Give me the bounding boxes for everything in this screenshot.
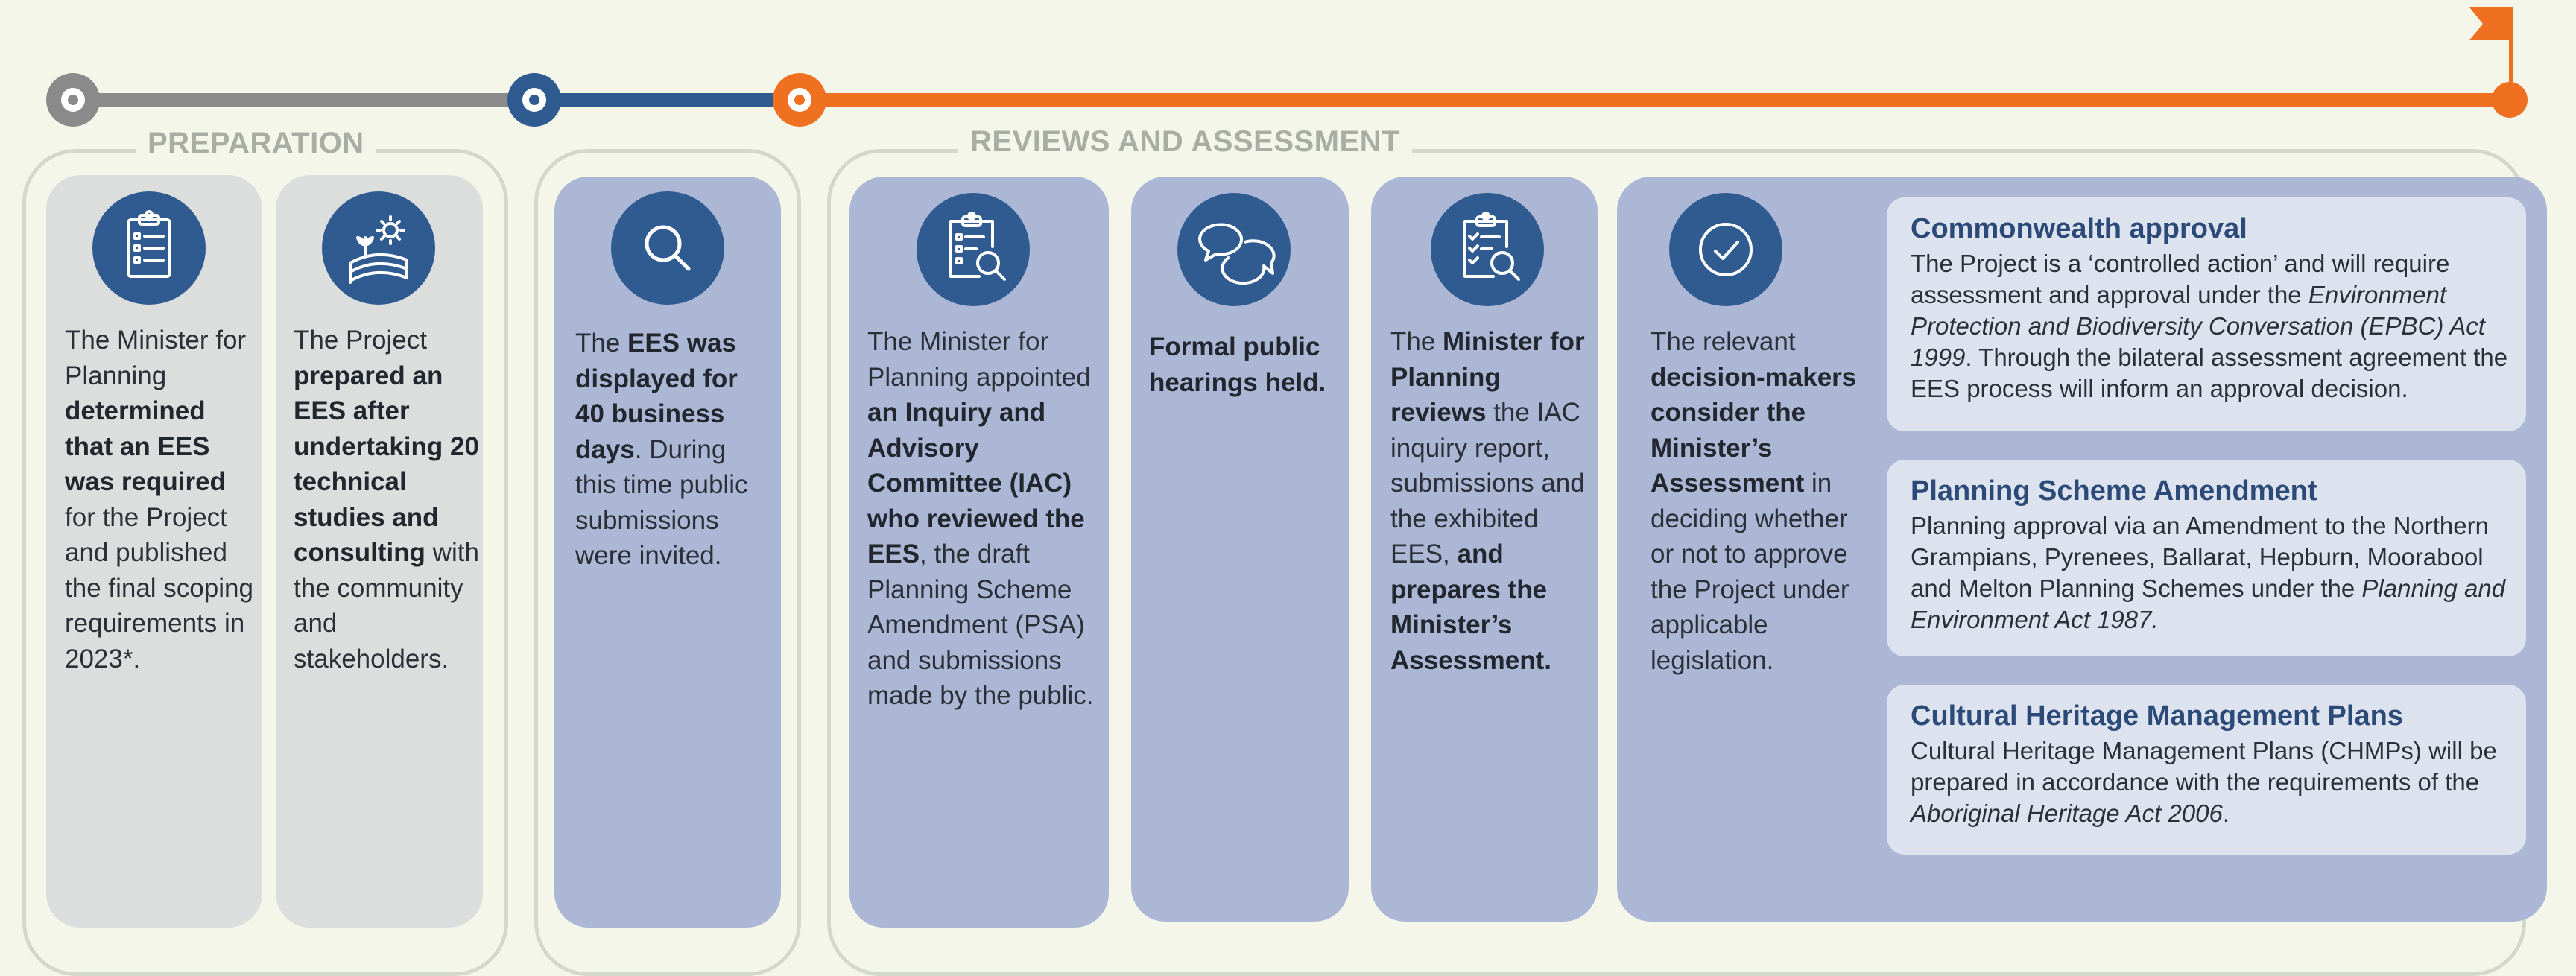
card-text-run: decision-makers consider the Minister’s …	[1651, 362, 1857, 498]
card-text: The relevant decision-makers consider th…	[1651, 324, 1867, 678]
panel-text-run: Aboriginal Heritage Act 2006	[1911, 799, 2223, 827]
panel-text-run: Cultural Heritage Management Plans (CHMP…	[1911, 737, 2497, 796]
card-text: The Minister for Planning determined tha…	[65, 323, 255, 676]
card-iac-review: The Minister for Planning appointed an I…	[849, 177, 1109, 928]
card-text-run: an Inquiry and Advisory Committee (IAC) …	[867, 398, 1085, 568]
panel-title: Commonwealth approval	[1911, 213, 2247, 244]
magnifying-glass-icon	[611, 191, 724, 305]
card-text-run: The Minister for Planning	[65, 326, 247, 390]
exhibition-line	[537, 93, 805, 107]
card-scoping: The Minister for Planning determined tha…	[46, 175, 262, 928]
card-text: The Minister for Planning appointed an I…	[867, 324, 1109, 714]
panel-text-run: Environment Protection and Biodiversity …	[1911, 281, 2485, 371]
card-minister-assessment: The Minister for Planning reviews the IA…	[1371, 177, 1598, 922]
clipboard-checklist-icon	[92, 191, 206, 305]
review-line	[797, 93, 2519, 107]
card-text-run: the IAC inquiry report, submissions and …	[1390, 398, 1585, 568]
card-text-run: with the community and stakeholders.	[294, 538, 479, 674]
panel-cultural-heritage: Cultural Heritage Management Plans Cultu…	[1887, 685, 2526, 855]
card-text-run: Minister for Planning reviews	[1390, 327, 1585, 427]
panel-text-run: .	[2222, 799, 2230, 827]
panel-title: Planning Scheme Amendment	[1911, 475, 2317, 507]
panel-body: Cultural Heritage Management Plans (CHMP…	[1911, 735, 2508, 829]
clipboard-search-icon	[917, 193, 1030, 306]
preparation-line	[67, 93, 551, 107]
card-text-run: The	[1390, 327, 1443, 356]
card-text: The Project prepared an EES after undert…	[294, 323, 480, 676]
card-text-run: The	[575, 329, 628, 358]
card-text-run: The Minister for Planning appointed	[867, 327, 1091, 392]
card-text-run: determined that an EES was required	[65, 396, 226, 496]
panel-text-run: Planning approval via an Amendment to th…	[1911, 512, 2489, 602]
card-text-run: prepared an EES after undertaking 20 tec…	[294, 361, 479, 568]
card-ees-preparation: The Project prepared an EES after undert…	[276, 175, 483, 928]
timeline-node-exhibition	[507, 73, 561, 127]
preparation-group-label: PREPARATION	[136, 124, 376, 162]
reviews-group-label: REVIEWS AND ASSESSMENT	[958, 122, 1412, 161]
panel-body: Planning approval via an Amendment to th…	[1911, 510, 2508, 636]
card-text-run: and prepares the Minister’s Assessment.	[1390, 539, 1551, 675]
panel-text-run: Planning and Environment Act 1987.	[1911, 574, 2506, 633]
panel-text-run: The Project is a ‘controlled action’ and…	[1911, 250, 2450, 308]
finish-flag-icon	[2469, 7, 2513, 101]
card-text: Formal public hearings held.	[1149, 329, 1349, 400]
card-text-run: The relevant	[1651, 327, 1796, 356]
farm-field-sun-icon	[322, 191, 435, 305]
card-text-run: The Project	[294, 326, 427, 355]
checkmark-circle-icon	[1669, 193, 1782, 306]
card-text: The Minister for Planning reviews the IA…	[1390, 324, 1599, 678]
checklist-search-icon	[1431, 193, 1544, 306]
card-text-run: for the Project and published the final …	[65, 502, 253, 674]
card-text-run: , the draft Planning Scheme Amendment (P…	[867, 539, 1094, 710]
panel-title: Cultural Heritage Management Plans	[1911, 700, 2403, 732]
timeline-node-start	[46, 73, 100, 127]
timeline-node-review	[773, 73, 826, 127]
card-text-run: EES was displayed for 40 business days	[575, 329, 738, 464]
card-exhibition: The EES was displayed for 40 business da…	[554, 177, 781, 928]
card-text: The EES was displayed for 40 business da…	[575, 326, 769, 574]
card-text-run: . During this time public submissions we…	[575, 434, 748, 571]
panel-commonwealth-approval: Commonwealth approval The Project is a ‘…	[1887, 197, 2526, 431]
card-hearings: Formal public hearings held.	[1131, 177, 1349, 922]
panel-body: The Project is a ‘controlled action’ and…	[1911, 248, 2508, 405]
panel-planning-scheme-amendment: Planning Scheme Amendment Planning appro…	[1887, 460, 2526, 656]
card-decision: The relevant decision-makers consider th…	[1617, 177, 2547, 922]
speech-bubbles-icon	[1177, 193, 1291, 306]
panel-text-run: . Through the bilateral assessment agree…	[1911, 343, 2508, 402]
card-text-run: Formal public hearings held.	[1149, 332, 1326, 397]
card-text-run: in deciding whether or not to approve th…	[1651, 469, 1849, 675]
